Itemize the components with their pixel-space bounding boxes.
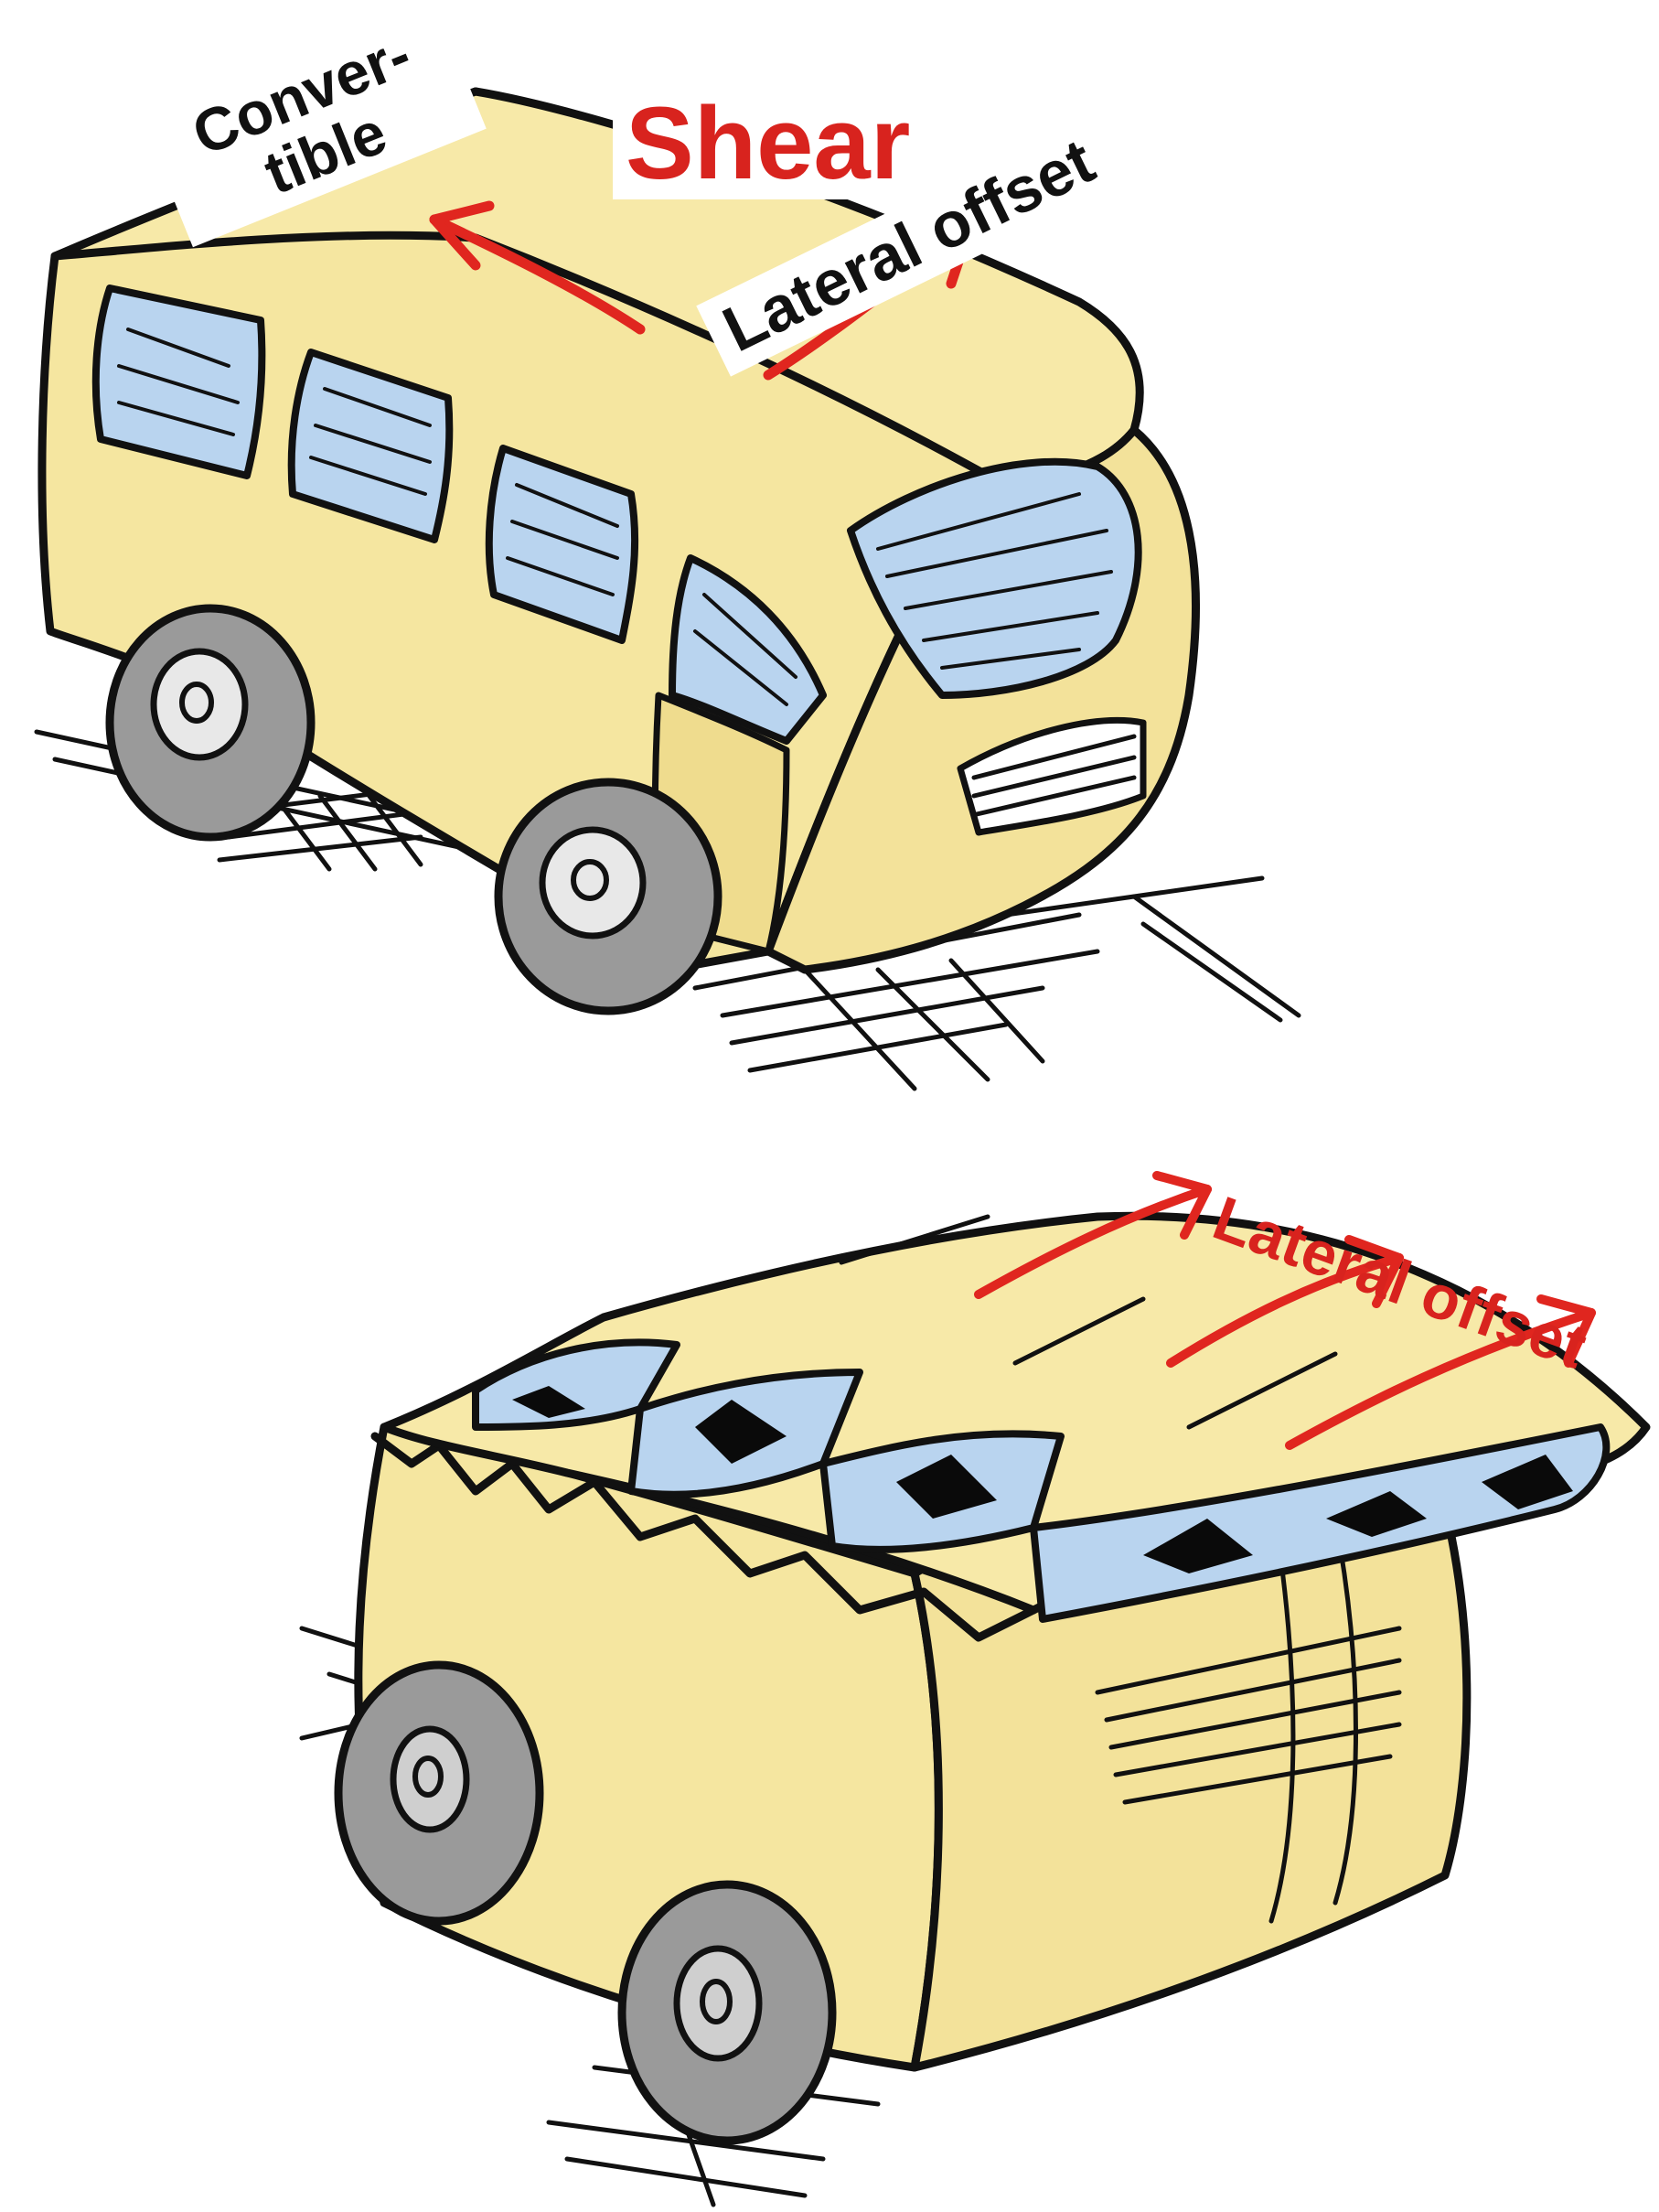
rear-wheel-bottom xyxy=(338,1665,540,1921)
front-wheel-bottom xyxy=(622,1884,832,2141)
intact-bus xyxy=(37,91,1299,1089)
rear-wheel-top xyxy=(110,608,311,837)
shear-label: Shear xyxy=(613,87,923,199)
front-wheel-top xyxy=(498,782,718,1011)
